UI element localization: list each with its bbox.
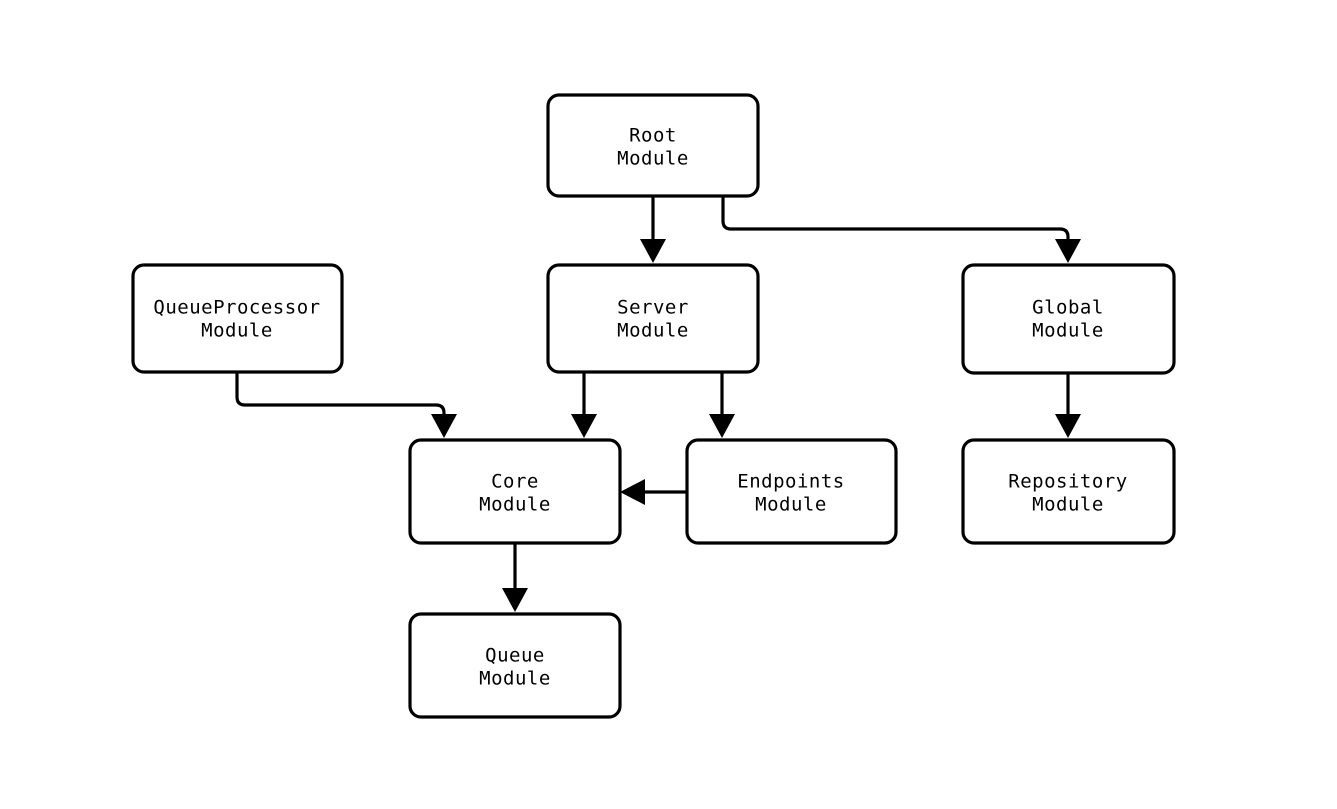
node-label-line1: Repository — [1008, 471, 1127, 493]
node-box[interactable] — [131, 263, 344, 374]
node-queue-module[interactable]: Queue Module — [408, 612, 622, 719]
arrowhead-icon — [620, 479, 645, 505]
node-label-line1: QueueProcessor — [153, 297, 320, 319]
node-box[interactable] — [685, 438, 898, 545]
node-label-line1: Core — [491, 471, 539, 493]
edge-core-to-queue — [502, 543, 528, 612]
node-repository-module[interactable]: Repository Module — [961, 438, 1176, 545]
edge-line — [235, 372, 446, 418]
node-server-module[interactable]: Server Module — [546, 263, 760, 374]
node-box[interactable] — [546, 93, 760, 198]
arrowhead-icon — [502, 588, 528, 612]
node-core-module[interactable]: Core Module — [408, 438, 622, 545]
node-label-line2: Module — [1032, 320, 1104, 342]
edge-line — [721, 196, 1070, 243]
edge-queueprocessor-to-core — [235, 372, 457, 438]
edge-endpoints-to-core — [620, 479, 687, 505]
node-label-line2: Module — [1032, 494, 1104, 516]
node-label-line2: Module — [201, 320, 273, 342]
node-label-line1: Server — [617, 297, 689, 319]
arrowhead-icon — [571, 414, 597, 438]
arrowhead-icon — [1055, 239, 1081, 263]
node-box[interactable] — [961, 438, 1176, 545]
edge-server-to-endpoints — [709, 372, 735, 438]
node-global-module[interactable]: Global Module — [961, 263, 1176, 375]
node-label-line1: Queue — [485, 645, 545, 667]
node-box[interactable] — [408, 438, 622, 545]
arrowhead-icon — [640, 239, 666, 263]
arrowhead-icon — [431, 414, 457, 438]
node-box[interactable] — [408, 612, 622, 719]
node-label-line2: Module — [617, 320, 689, 342]
node-root-module[interactable]: Root Module — [546, 93, 760, 198]
edge-root-to-global — [721, 196, 1081, 263]
arrowhead-icon — [1055, 414, 1081, 438]
node-label-line2: Module — [617, 148, 689, 170]
node-queueprocessor-module[interactable]: QueueProcessor Module — [131, 263, 344, 374]
node-label-line1: Endpoints — [737, 471, 844, 493]
node-label-line1: Root — [629, 125, 677, 147]
edge-global-to-repository — [1055, 373, 1081, 438]
node-label-line2: Module — [479, 668, 551, 690]
node-label-line2: Module — [755, 494, 827, 516]
node-box[interactable] — [546, 263, 760, 374]
node-label-line1: Global — [1032, 297, 1104, 319]
node-label-line2: Module — [479, 494, 551, 516]
arrowhead-icon — [709, 414, 735, 438]
node-endpoints-module[interactable]: Endpoints Module — [685, 438, 898, 545]
edge-server-to-core — [571, 372, 597, 438]
edge-root-to-server — [640, 196, 666, 263]
node-box[interactable] — [961, 263, 1176, 375]
